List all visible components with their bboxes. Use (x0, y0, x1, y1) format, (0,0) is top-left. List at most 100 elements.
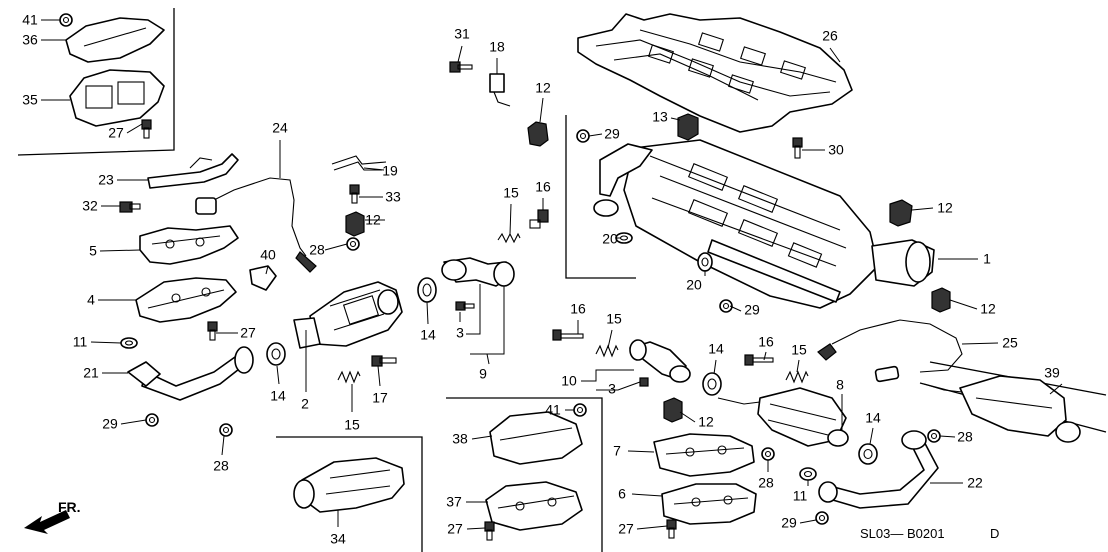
spring-part-15-d (785, 370, 809, 384)
callout-c29b: 29 (604, 126, 620, 142)
callout-c11b: 11 (793, 488, 808, 504)
callout-c29d: 29 (781, 515, 797, 531)
callout-c21: 21 (83, 365, 99, 381)
nut-part-28-a (219, 423, 233, 437)
hanger-part-13 (677, 113, 699, 141)
pipe-part-9 (441, 257, 515, 287)
callout-c20b: 20 (686, 277, 702, 293)
callout-c37: 37 (446, 494, 462, 510)
callout-c27c: 27 (447, 521, 463, 537)
callout-c40: 40 (260, 247, 276, 263)
bolt-part-16-b (552, 329, 584, 341)
nut-part-29-a (576, 129, 590, 143)
callout-c27d: 27 (618, 521, 634, 537)
bolt-part-3-b (639, 377, 649, 387)
bracket-part-18 (489, 73, 511, 107)
direction-arrow: FR. (24, 499, 81, 534)
callout-c29c: 29 (744, 302, 760, 318)
callout-c8: 8 (836, 377, 844, 393)
callout-c15d: 15 (791, 342, 807, 358)
callout-c5: 5 (89, 243, 97, 259)
shield-part-37 (485, 481, 583, 531)
hanger-part-12-a (527, 121, 549, 147)
callout-c1: 1 (983, 251, 991, 267)
hanger-part-12-b (345, 211, 365, 237)
callout-c22: 22 (967, 475, 983, 491)
pipe-part-22 (818, 430, 939, 509)
spring-part-15-c (595, 344, 619, 358)
callout-c34: 34 (330, 531, 346, 547)
shield-part-38 (489, 411, 583, 465)
shield-part-6 (661, 483, 757, 525)
callout-c11a: 11 (73, 334, 88, 350)
callout-c31: 31 (454, 26, 470, 42)
callout-c16c: 16 (758, 334, 774, 350)
callout-c26: 26 (822, 28, 838, 44)
hanger-part-12-c (889, 199, 913, 227)
washer-part-20-b (697, 252, 713, 272)
bolt-part-33 (349, 184, 360, 204)
converter-part-35 (69, 69, 165, 127)
bolt-part-17 (371, 355, 397, 367)
callout-c6: 6 (618, 486, 626, 502)
shield-part-4 (135, 277, 237, 323)
oxygen-sensor-part-25 (817, 319, 963, 383)
callout-c16b: 16 (570, 301, 586, 317)
callout-c7: 7 (613, 443, 621, 459)
bolt-part-31 (449, 61, 473, 73)
callout-c14a: 14 (270, 388, 286, 404)
bolt-part-16-a (529, 209, 549, 229)
gasket-part-14-b (417, 277, 437, 303)
gasket-part-14-c (702, 372, 722, 396)
shield-part-5 (139, 225, 239, 265)
oxygen-sensor-part-24 (195, 177, 317, 273)
converter-part-8 (717, 387, 849, 447)
bolt-part-16-c (744, 354, 774, 366)
callout-c36: 36 (22, 32, 38, 48)
callout-c38: 38 (452, 431, 468, 447)
muffler-part-1 (593, 139, 935, 309)
callout-c19: 19 (382, 163, 398, 179)
callout-c27b: 27 (240, 325, 256, 341)
callout-c15a: 15 (344, 417, 360, 433)
callout-c32: 32 (82, 198, 98, 214)
converter-part-2 (293, 281, 403, 349)
bolt-part-3-a (455, 301, 475, 311)
callout-c15b: 15 (503, 185, 519, 201)
bracket-part-19 (331, 155, 387, 171)
bolt-part-27-c (484, 521, 495, 541)
callout-c16a: 16 (535, 179, 551, 195)
heat-shield-part-26 (577, 13, 853, 133)
callout-c18: 18 (489, 39, 505, 55)
converter-part-39 (923, 375, 1081, 443)
callout-c28d: 28 (758, 475, 774, 491)
callout-c4: 4 (87, 292, 95, 308)
spring-part-15-a (497, 232, 521, 244)
hanger-part-12-e (663, 397, 683, 423)
callout-c12c: 12 (937, 200, 953, 216)
callout-c13: 13 (652, 109, 668, 125)
nut-part-41-b (573, 403, 587, 417)
front-pipe-part-21 (127, 346, 254, 401)
bracket-part-23 (147, 153, 239, 189)
nut-part-29-d (815, 511, 829, 525)
shield-part-7 (653, 433, 755, 477)
callout-c10: 10 (561, 373, 577, 389)
callout-c12d: 12 (980, 301, 996, 317)
converter-part-34 (293, 457, 405, 513)
callout-c12e: 12 (698, 414, 714, 430)
direction-label: FR. (58, 499, 81, 515)
diagram-code-suffix: D (990, 526, 999, 541)
callout-c3b: 3 (608, 381, 616, 397)
callout-c30: 30 (828, 142, 844, 158)
callout-c25: 25 (1002, 335, 1018, 351)
hanger-part-12-d (931, 287, 951, 313)
nut-part-29-c (719, 299, 733, 313)
callout-c12a: 12 (365, 212, 381, 228)
leader-lines (41, 19, 1063, 530)
diagram-code: SL03— B0201 (860, 526, 945, 541)
nut-part-28-b (346, 237, 360, 251)
spring-part-15-b (337, 370, 361, 384)
bolt-part-27-a (141, 119, 152, 139)
